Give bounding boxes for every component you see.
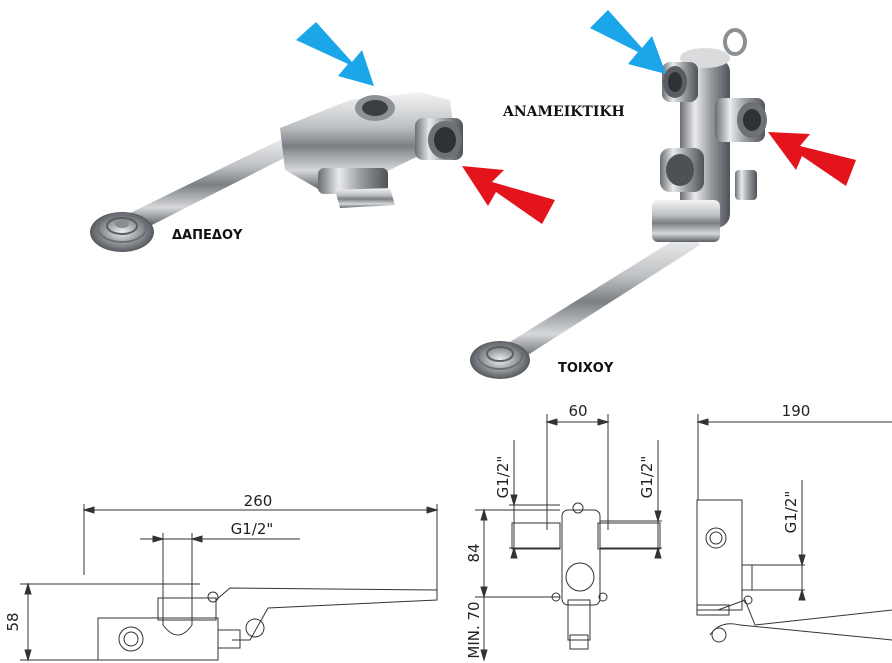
wall-front-dim-width: 60 bbox=[568, 402, 587, 420]
floor-dim-thread: G1/2" bbox=[231, 520, 274, 538]
wall-side-dimension-drawing bbox=[696, 414, 892, 643]
hot-water-arrow-floor bbox=[462, 166, 555, 224]
wall-valve-photo bbox=[470, 28, 767, 379]
mixing-label: ΑΝΑΜΕΙΚΤΙΚΗ bbox=[502, 104, 625, 120]
wall-label: ΤΟΙΧΟΥ bbox=[558, 361, 614, 376]
wall-front-dim-spacing: 84 bbox=[465, 543, 483, 562]
floor-dim-length: 260 bbox=[244, 492, 273, 510]
floor-dim-height: 58 bbox=[4, 612, 22, 631]
wall-front-dim-thread-right: G1/2" bbox=[638, 456, 656, 499]
cold-water-arrow-floor bbox=[296, 22, 374, 86]
cold-water-arrow-wall bbox=[590, 10, 666, 74]
wall-front-dim-min: MIN. 70 bbox=[465, 601, 483, 658]
wall-front-dim-thread-left: G1/2" bbox=[494, 456, 512, 499]
wall-front-dimension-drawing bbox=[475, 414, 662, 662]
floor-valve-photo bbox=[90, 92, 463, 252]
wall-side-dim-length: 190 bbox=[782, 402, 811, 420]
hot-water-arrow-wall bbox=[768, 132, 856, 186]
floor-label: ΔΑΠΕΔΟΥ bbox=[172, 228, 243, 243]
floor-dimension-drawing bbox=[20, 504, 439, 662]
wall-side-dim-thread: G1/2" bbox=[782, 491, 800, 534]
